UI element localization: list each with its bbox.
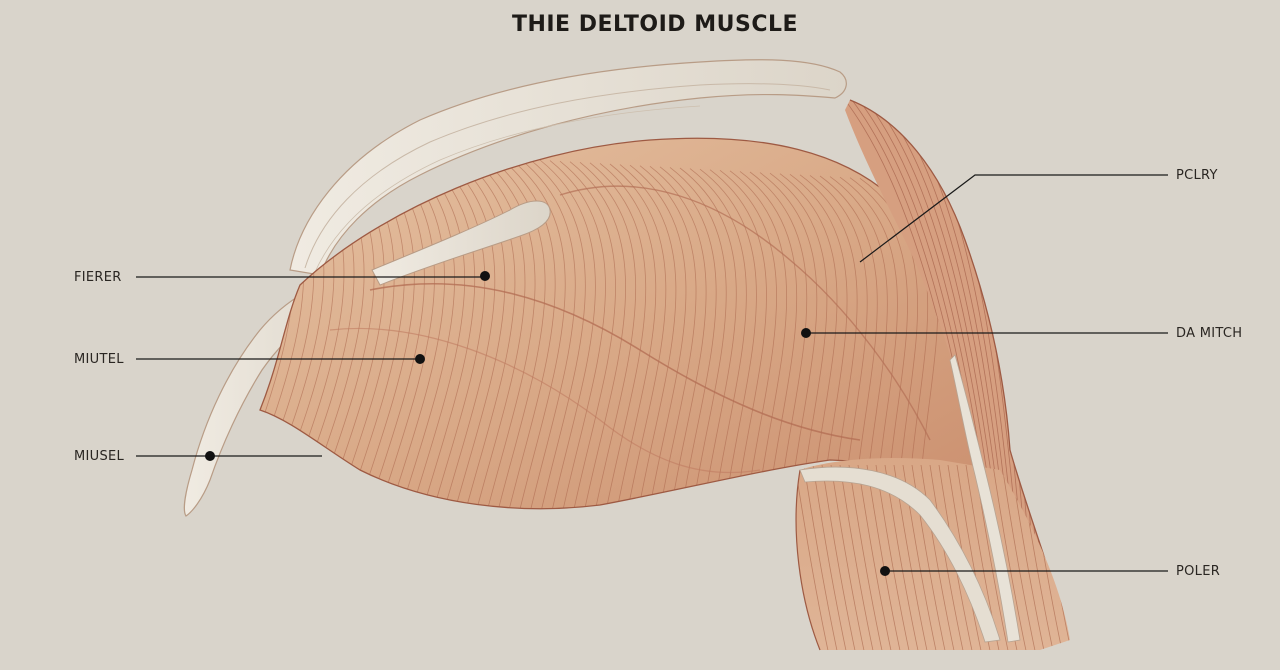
small-tendon [371, 200, 551, 286]
dot-miutel [415, 354, 425, 364]
muscle-fiber [749, 171, 808, 509]
muscle-fiber [579, 161, 637, 509]
muscle-fiber [549, 160, 606, 509]
muscle-fiber [679, 167, 737, 509]
muscle-fiber [429, 153, 486, 509]
muscle-fiber [1001, 464, 1038, 650]
muscle-fiber [569, 161, 626, 509]
dot-poler [880, 566, 890, 576]
label-fierer: FIERER [74, 270, 122, 285]
label-miusel: MIUSEL [74, 449, 125, 464]
muscle-fiber [519, 158, 576, 509]
muscle-fiber [796, 464, 831, 650]
lower-tendon-band [799, 466, 1001, 643]
muscle-fiber [759, 172, 818, 509]
muscle-fiber [699, 168, 757, 509]
muscle-fiber [629, 164, 687, 509]
muscle-fiber [589, 162, 647, 509]
muscle-fiber [839, 464, 876, 650]
muscle-fiber [529, 159, 586, 509]
muscle-fiber [689, 168, 747, 509]
muscle-fiber [866, 464, 903, 650]
leader-lines [136, 174, 1168, 572]
muscle-fiber [812, 464, 849, 650]
muscle-fiber [459, 155, 516, 509]
muscle-fiber [719, 169, 777, 509]
muscle-fiber [449, 154, 506, 509]
muscle-fiber [599, 163, 657, 509]
muscle-fiber [929, 464, 966, 650]
muscle-fiber [803, 464, 840, 650]
label-da-mitch: DA MITCH [1176, 326, 1243, 341]
label-poler: POLER [1176, 564, 1221, 579]
leader-dots [205, 271, 890, 576]
muscle-fiber [649, 165, 707, 509]
muscle-fiber [509, 157, 566, 509]
muscle-fiber [539, 159, 596, 509]
dot-miusel [205, 451, 215, 461]
muscle-fiber [848, 464, 885, 650]
muscle-fiber [709, 169, 767, 509]
muscle-fiber [439, 153, 496, 509]
muscle-fiber [639, 165, 697, 509]
muscle-fiber [830, 464, 867, 650]
muscle-fiber [659, 166, 717, 509]
label-miutel: MIUTEL [74, 352, 124, 367]
label-pclry: PCLRY [1176, 168, 1218, 183]
dot-fierer [480, 271, 490, 281]
muscle-fiber [739, 171, 798, 509]
muscle-fiber [489, 156, 546, 509]
muscle-fiber [619, 164, 677, 509]
muscle-fiber [559, 160, 616, 509]
descending-tendon [949, 354, 1021, 643]
acromion-tendon-arc [289, 59, 847, 276]
muscle-fiber [609, 163, 667, 509]
muscle-fiber [669, 167, 727, 509]
muscle-fiber [992, 464, 1029, 650]
muscle-fiber [181, 141, 254, 520]
muscle-fiber [920, 464, 957, 650]
hook-tendon [183, 269, 374, 517]
muscle-fiber [469, 155, 526, 509]
muscle-fiber [499, 157, 556, 509]
diagram-title: THIE DELTOID MUSCLE [511, 12, 799, 37]
muscle-fiber [479, 156, 536, 509]
dot-da-mitch [801, 328, 811, 338]
muscle-fiber [821, 464, 858, 650]
muscle-fiber [857, 464, 894, 650]
muscle-fiber [729, 170, 788, 509]
